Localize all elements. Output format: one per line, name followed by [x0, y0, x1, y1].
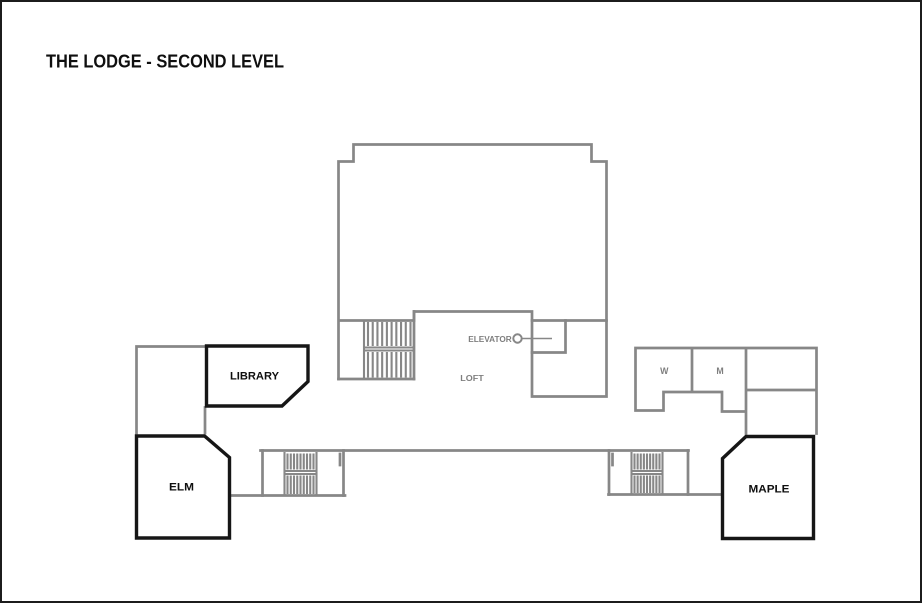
west-corridor-stairs	[283, 452, 318, 496]
label-loft: LOFT	[460, 373, 484, 383]
upper-hall-outline	[337, 143, 608, 398]
west-stairwell-box	[261, 449, 345, 497]
gray-walls-layer	[135, 143, 818, 497]
label-maple: MAPLE	[749, 484, 790, 496]
room-outlines-layer	[134, 344, 816, 541]
page-title: THE LODGE - SECOND LEVEL	[46, 51, 284, 72]
labels-layer: THE LODGE - SECOND LEVEL LIBRARY ELM MAP…	[46, 51, 790, 496]
elevator-indicator	[512, 333, 523, 344]
room-maple-outline	[720, 434, 816, 541]
west-wing-walls	[135, 345, 207, 435]
elevator-indicator-circle	[512, 333, 523, 344]
loft-stairs	[362, 320, 416, 379]
restroom-suite-walls	[634, 346, 818, 435]
elevator-shaft-walls	[530, 319, 567, 354]
east-stairwell-box	[607, 449, 690, 496]
label-elevator: ELEVATOR	[468, 334, 512, 344]
label-mens-restroom: M	[716, 366, 723, 376]
room-elm-outline	[134, 434, 232, 540]
room-library-outline	[204, 344, 310, 408]
east-corridor-stairs	[630, 452, 664, 495]
label-womens-restroom: W	[660, 366, 669, 376]
stairs-layer	[283, 320, 664, 496]
label-library: LIBRARY	[230, 371, 280, 383]
label-elm: ELM	[169, 482, 194, 494]
